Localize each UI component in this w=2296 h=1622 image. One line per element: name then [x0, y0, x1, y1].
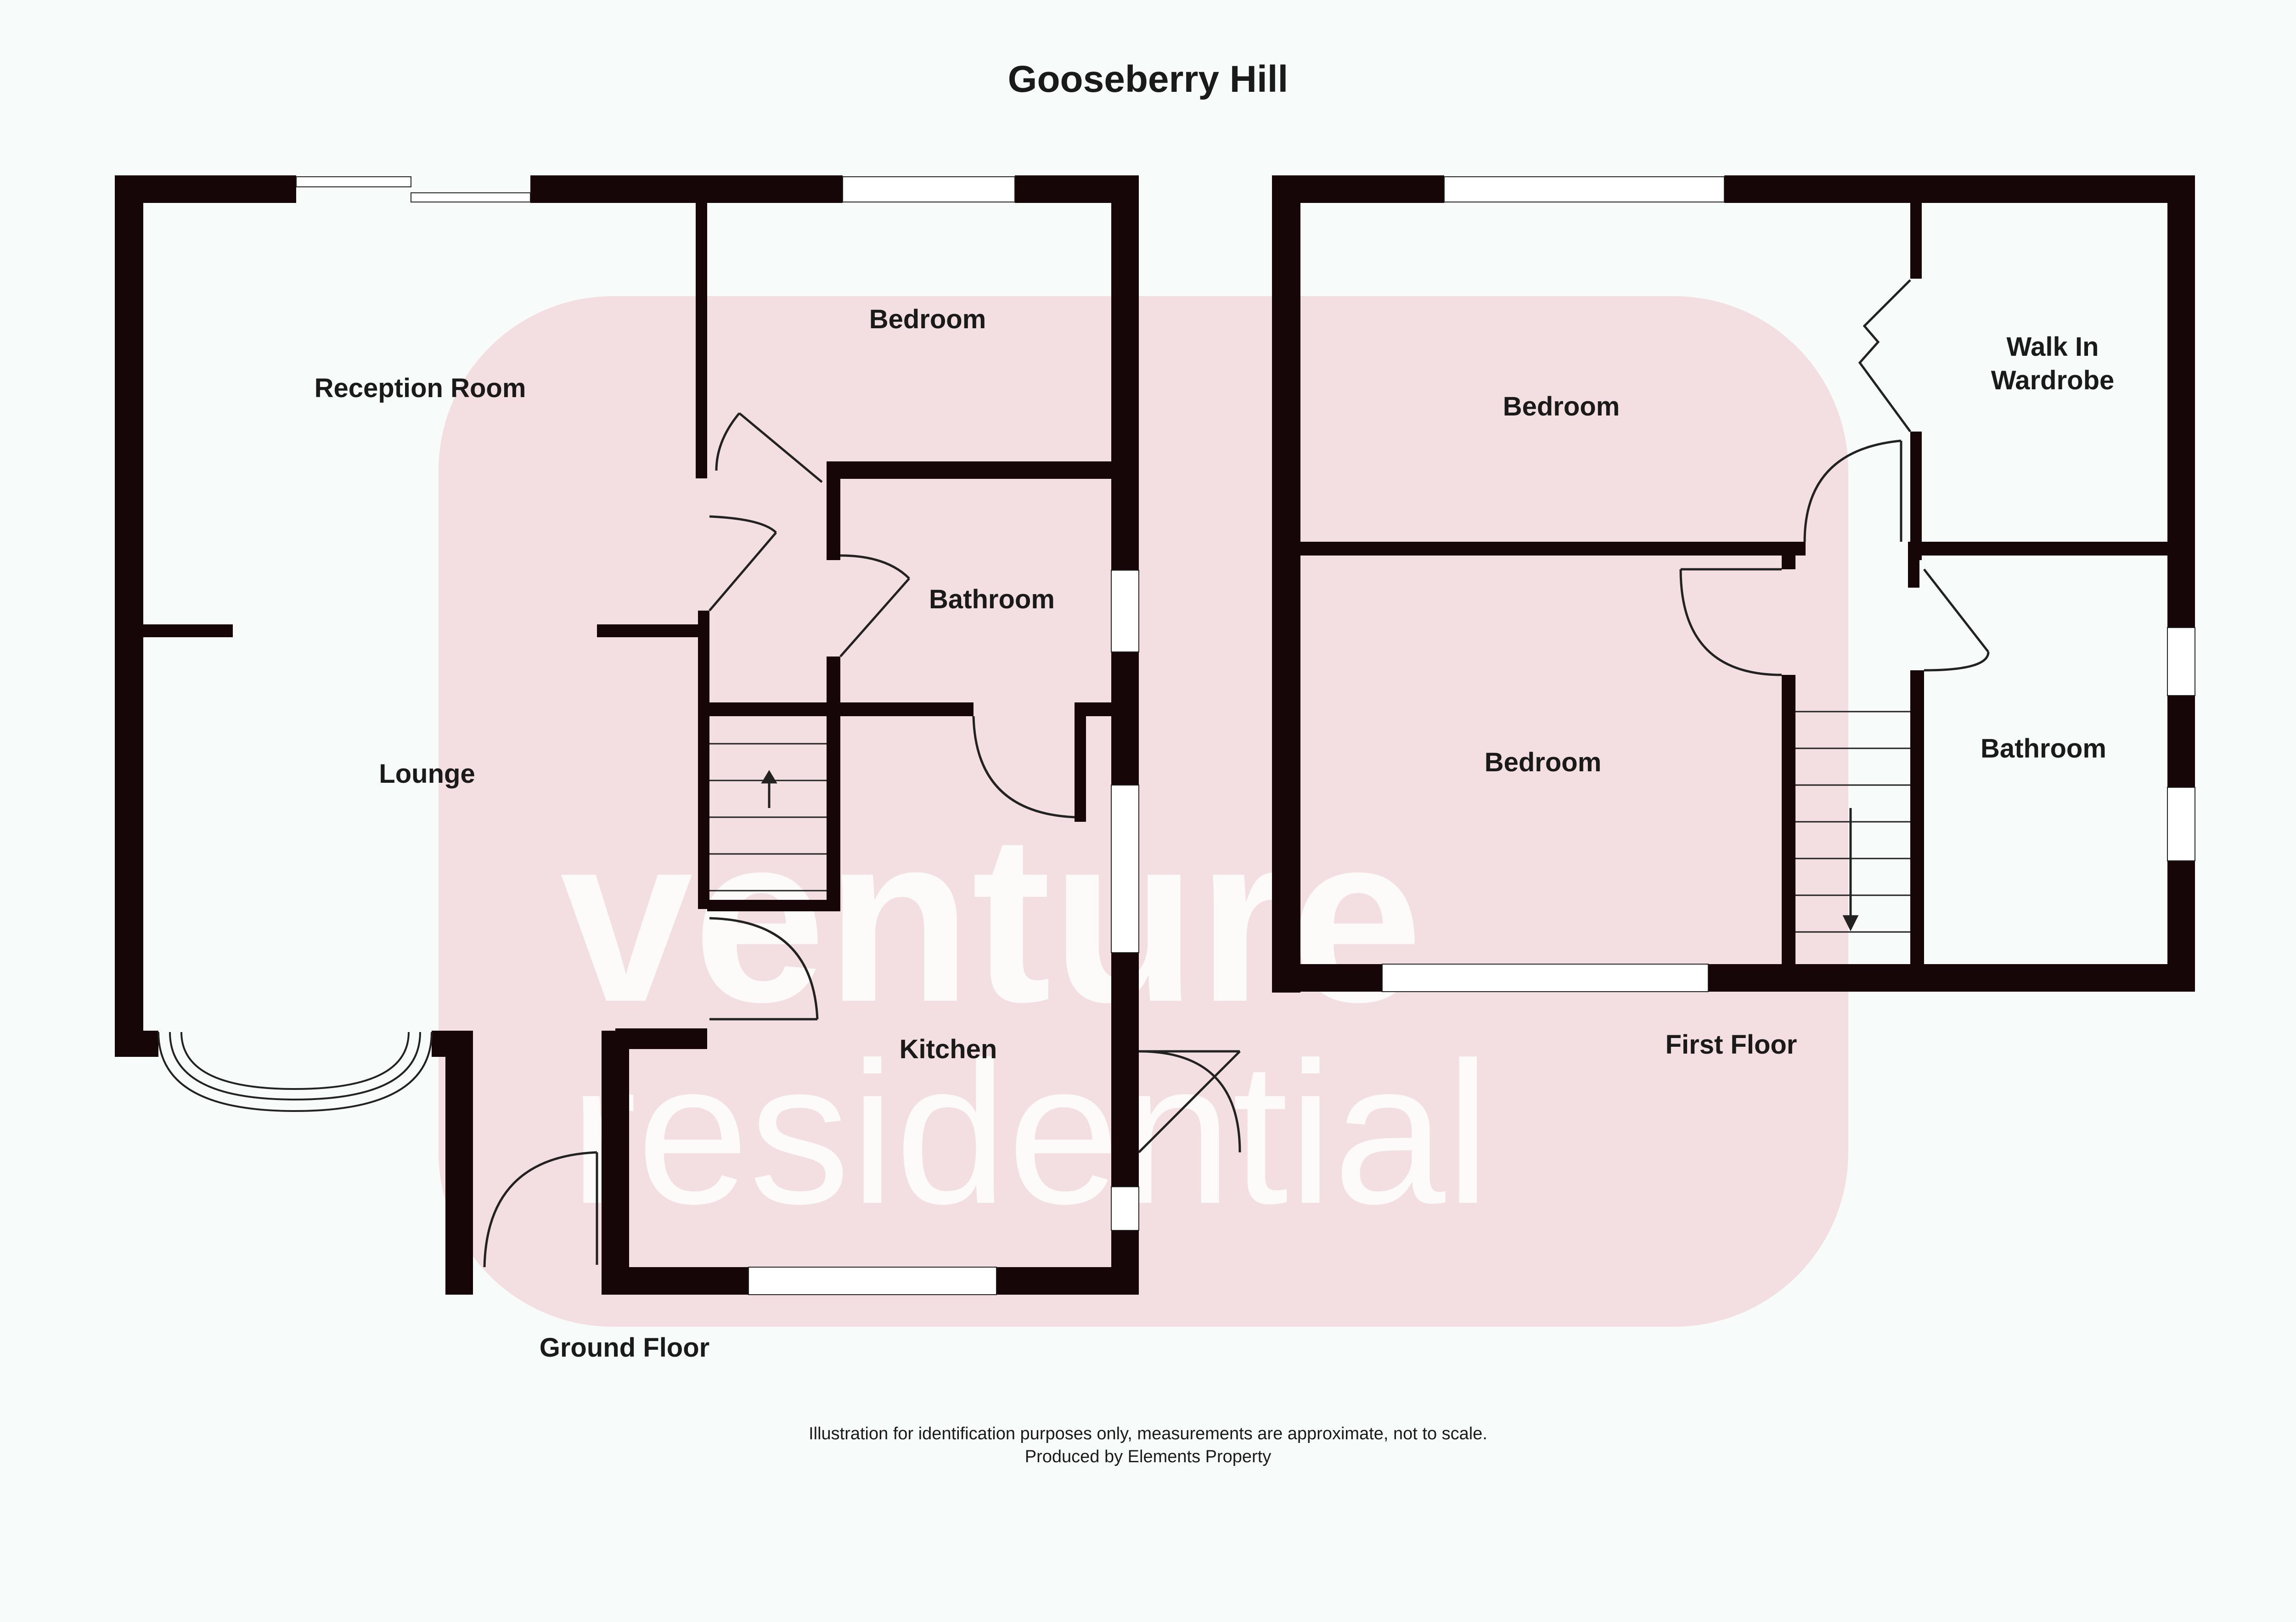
wall: [1782, 542, 1795, 569]
window: [1111, 785, 1139, 953]
ground-floor-doors: [483, 412, 1241, 1268]
wall: [115, 175, 143, 1057]
wall: [696, 203, 707, 478]
wall: [1300, 542, 1806, 556]
wall: [1111, 953, 1139, 1187]
door-swing: [1803, 439, 1902, 542]
wall: [2167, 175, 2195, 628]
room-label-ground-bedroom: Bedroom: [869, 304, 986, 334]
floor-label-ground: Ground Floor: [540, 1333, 710, 1363]
wall: [143, 624, 233, 637]
wall: [1272, 964, 1382, 992]
wall: [1075, 702, 1086, 822]
wall: [1910, 542, 2167, 556]
disclaimer-text: Illustration for identification purposes…: [809, 1424, 1487, 1443]
wall: [1708, 964, 2195, 992]
wall: [115, 175, 296, 203]
room-label-first-bedroom-back: Bedroom: [1485, 747, 1602, 777]
watermark-residential: residential: [569, 1021, 1491, 1246]
door-swing: [715, 412, 740, 471]
wall: [1272, 175, 1444, 203]
wall: [1782, 675, 1795, 964]
ground-floor-windows: [296, 176, 1139, 1295]
wall: [1910, 670, 1924, 964]
wall: [615, 1028, 707, 1049]
wall: [827, 461, 1114, 479]
window: [1111, 1186, 1139, 1231]
wall: [597, 624, 707, 637]
wall: [1910, 203, 1922, 279]
door-leaf: [1923, 568, 1989, 653]
wall: [1910, 432, 1922, 560]
wall: [707, 900, 840, 911]
window: [1444, 176, 1725, 202]
wall: [1111, 175, 1139, 570]
first-stairs: [1795, 711, 1910, 933]
wall: [602, 1031, 629, 1269]
window: [2167, 787, 2195, 861]
wall: [707, 702, 974, 716]
floor-label-first: First Floor: [1666, 1030, 1797, 1060]
bay-window: [158, 1032, 433, 1112]
wall: [698, 707, 709, 909]
window: [296, 176, 411, 187]
wall: [996, 1267, 1139, 1295]
plan-title: Gooseberry Hill: [1008, 58, 1289, 100]
stair-arrow-head: [761, 770, 777, 784]
wall: [445, 1031, 473, 1295]
door-leaf: [839, 578, 910, 657]
door-swing: [972, 716, 1075, 819]
door-leaf: [709, 532, 777, 612]
wall: [1272, 175, 1300, 993]
wall: [2167, 696, 2195, 787]
room-label-kitchen: Kitchen: [900, 1034, 997, 1064]
door-swing: [1679, 569, 1782, 676]
door-swing: [483, 1151, 597, 1268]
wall: [827, 461, 840, 560]
stair-arrow-head: [1842, 915, 1859, 932]
first-floor-plan: [1272, 175, 2195, 993]
room-label-walk-in-line2: Wardrobe: [1991, 365, 2115, 395]
room-label-ground-bathroom: Bathroom: [929, 584, 1055, 614]
first-floor-doors: [1679, 279, 1990, 676]
watermark: venture residential: [439, 296, 1848, 1327]
door-swing: [709, 515, 777, 533]
window: [411, 192, 531, 202]
window: [748, 1267, 997, 1295]
wall: [1111, 652, 1139, 785]
door-swing: [709, 917, 819, 1020]
ground-floor-plan: [115, 175, 1139, 1295]
wall: [602, 1267, 748, 1295]
bifold-door: [1858, 279, 1912, 432]
wall: [530, 175, 843, 203]
door-leaf: [738, 412, 823, 483]
window: [1111, 570, 1139, 652]
room-label-first-bathroom: Bathroom: [1981, 734, 2106, 763]
wall: [827, 657, 840, 904]
room-label-lounge: Lounge: [379, 759, 475, 789]
room-label-walk-in-line1: Walk In: [2007, 332, 2099, 362]
producer-credit: Produced by Elements Property: [1025, 1447, 1272, 1466]
first-floor-windows: [1382, 176, 2195, 992]
room-label-first-bedroom-front: Bedroom: [1503, 392, 1620, 421]
ground-stairs: [709, 743, 827, 892]
wall: [1724, 175, 2195, 203]
wall: [115, 1031, 158, 1057]
door-leaf-diag: [1138, 1050, 1241, 1153]
window: [2167, 627, 2195, 696]
door-swing: [840, 554, 910, 579]
room-label-reception: Reception Room: [315, 373, 526, 403]
window: [842, 176, 1015, 202]
window: [1382, 964, 1709, 992]
door-swing: [1924, 651, 1990, 672]
